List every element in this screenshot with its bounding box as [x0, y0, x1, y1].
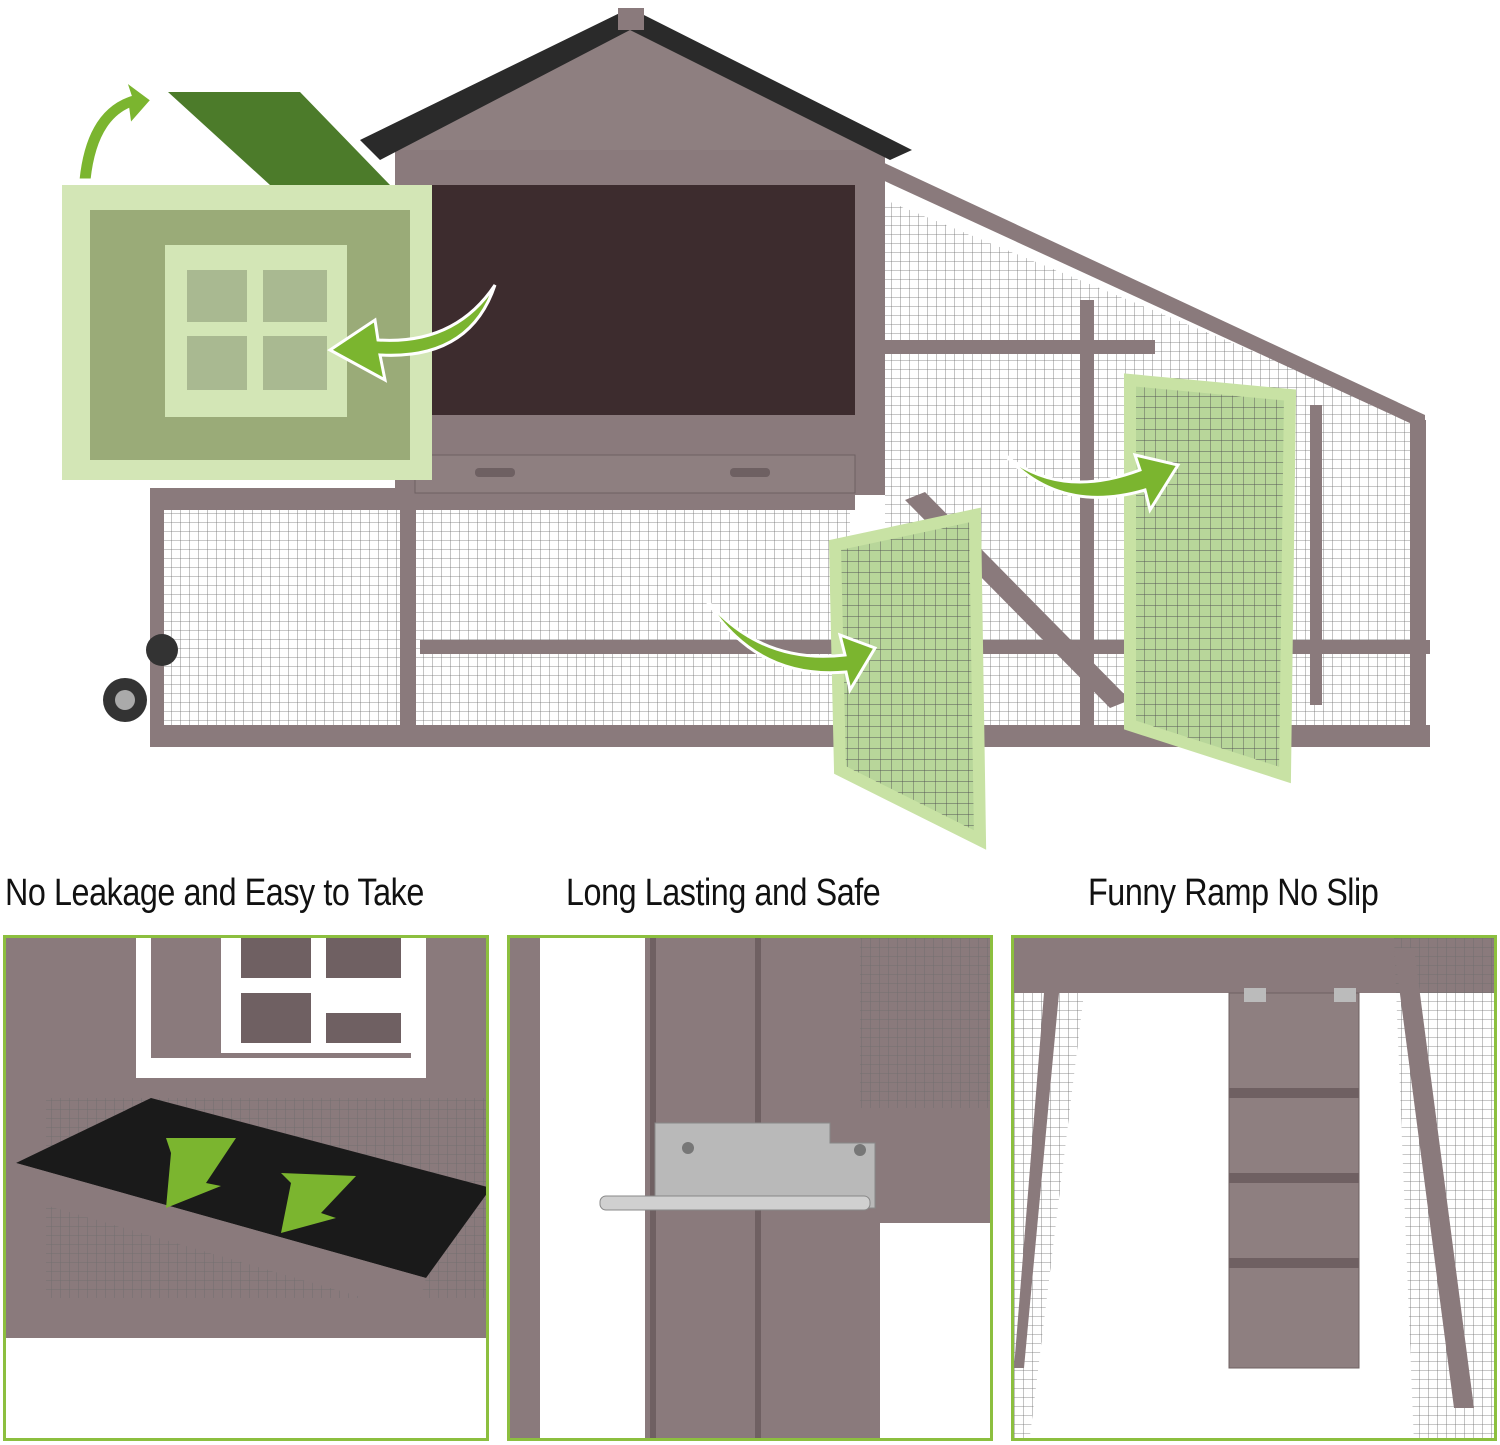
feature-panel-ramp: [1011, 935, 1497, 1441]
lower-run-mesh: [160, 495, 850, 735]
roof-lid-open: [168, 92, 390, 185]
nest-opening: [430, 185, 855, 415]
lower-door-open: [828, 507, 987, 850]
wheel: [146, 634, 178, 666]
arrow-icon: [76, 75, 155, 182]
feature-panel-latch: [507, 935, 993, 1441]
tray: [16, 1098, 486, 1278]
arrow-icon: [281, 1173, 356, 1233]
latch-lock: [599, 1122, 876, 1211]
feature-panel-tray: [3, 935, 489, 1441]
feature-caption-ramp: Funny Ramp No Slip: [1088, 872, 1379, 914]
arrow-icon: [166, 1138, 236, 1208]
gable: [395, 15, 885, 150]
coop-hero-image: [62, 8, 1430, 850]
ramp: [1228, 988, 1360, 1369]
coop-illustration: [62, 8, 1430, 850]
arrow-icon: [1003, 452, 1181, 514]
feature-caption-tray: No Leakage and Easy to Take: [5, 872, 424, 914]
arrow-icon: [703, 597, 878, 695]
arrow-icon: [327, 284, 497, 383]
feature-caption-latch: Long Lasting and Safe: [566, 872, 881, 914]
run-door-open: [1124, 373, 1297, 784]
